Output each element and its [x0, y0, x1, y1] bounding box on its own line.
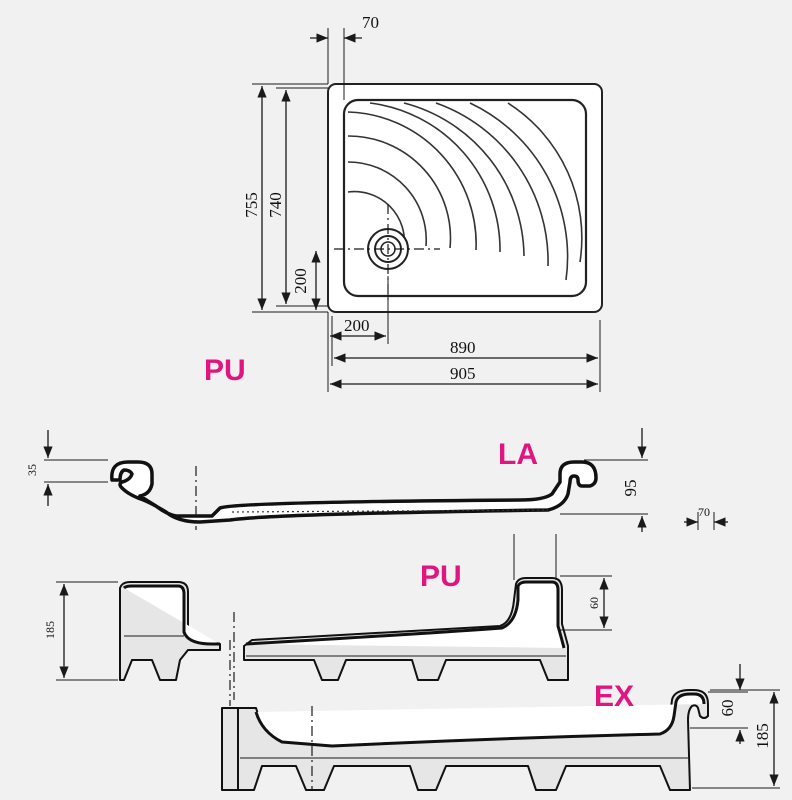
la-section: 35 95 70: [25, 428, 728, 532]
pu-dim-rim: 60: [587, 597, 601, 609]
ex-dim-height: 185: [753, 723, 772, 749]
pu-profile-right: [243, 577, 569, 681]
la-profile: [110, 460, 598, 524]
tray-grooves: [347, 102, 583, 281]
ex-section: 60 185: [221, 640, 780, 791]
dim-drain-x: 200: [344, 316, 370, 335]
la-dim-depth: 95: [621, 480, 640, 497]
dim-outer-height: 755: [242, 192, 261, 218]
dim-inner-height: 740: [266, 192, 285, 218]
pu-profile-left: [119, 581, 221, 681]
pu-section: 185 60: [43, 534, 612, 700]
dim-outer-width: 905: [450, 364, 476, 383]
top-view: 70 755 740 200 200 890 905: [242, 13, 603, 392]
ex-profile-left: [221, 707, 239, 791]
label-ex: EX: [594, 680, 634, 713]
pu-dim-height: 185: [43, 621, 57, 639]
la-dim-rim: 35: [25, 464, 39, 476]
dim-drain-y: 200: [291, 268, 310, 294]
ex-dim-rim: 60: [718, 700, 737, 717]
label-la: LA: [498, 438, 538, 471]
label-pu-top: PU: [204, 354, 246, 387]
label-pu-mid: PU: [420, 560, 462, 593]
dim-flange-top: 70: [362, 13, 379, 32]
la-dim-flange: 70: [698, 505, 710, 519]
dim-inner-width: 890: [450, 338, 476, 357]
